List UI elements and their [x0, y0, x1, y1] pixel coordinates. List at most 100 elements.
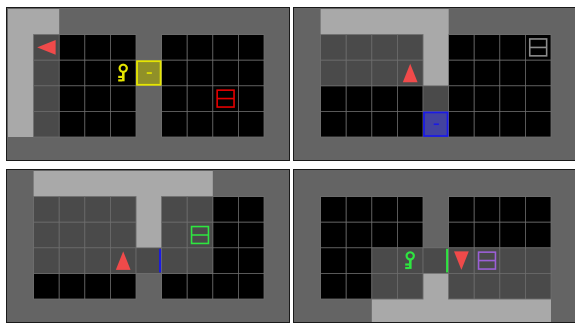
game-panel-top-right: [294, 8, 575, 160]
floor-tile: [372, 111, 398, 137]
floor-tile: [500, 111, 526, 137]
game-panel-bottom-right: [294, 170, 575, 322]
floor-tile: [346, 248, 372, 274]
floor-tile: [346, 273, 372, 299]
floor-tile: [213, 111, 239, 137]
floor-tile: [321, 197, 347, 223]
explored-floor-tile: [321, 60, 347, 86]
floor-tile: [213, 273, 239, 299]
visited-path: [34, 171, 213, 197]
floor-tile: [474, 222, 500, 248]
explored-floor-tile: [449, 273, 475, 299]
floor-tile: [449, 35, 475, 61]
explored-floor-tile: [346, 60, 372, 86]
floor-tile: [162, 86, 188, 112]
floor-tile: [59, 35, 85, 61]
explored-floor-tile: [372, 60, 398, 86]
floor-tile: [162, 60, 188, 86]
floor-tile: [449, 222, 475, 248]
explored-floor-tile: [423, 248, 449, 274]
floor-tile: [34, 273, 60, 299]
explored-floor-tile: [423, 86, 449, 112]
floor-tile: [238, 111, 264, 137]
explored-floor-tile: [525, 273, 551, 299]
floor-tile: [85, 273, 111, 299]
floor-tile: [500, 60, 526, 86]
floor-tile: [59, 273, 85, 299]
floor-tile: [59, 86, 85, 112]
explored-floor-tile: [525, 248, 551, 274]
explored-floor-tile: [162, 197, 188, 223]
floor-tile: [110, 86, 136, 112]
floor-tile: [85, 35, 111, 61]
visited-path: [8, 9, 34, 137]
floor-tile: [59, 111, 85, 137]
explored-floor-tile: [500, 273, 526, 299]
floor-tile: [213, 35, 239, 61]
floor-tile: [525, 197, 551, 223]
grid-view: [7, 170, 289, 322]
explored-floor-tile: [162, 248, 188, 274]
explored-floor-tile: [397, 273, 423, 299]
locked-door-icon: [424, 112, 448, 136]
explored-floor-tile: [500, 248, 526, 274]
floor-tile: [85, 111, 111, 137]
floor-tile: [397, 222, 423, 248]
visited-path: [423, 9, 449, 86]
floor-tile: [238, 248, 264, 274]
floor-tile: [474, 197, 500, 223]
floor-tile: [321, 86, 347, 112]
locked-door-icon: [137, 61, 161, 85]
floor-tile: [187, 35, 213, 61]
floor-tile: [213, 222, 239, 248]
floor-tile: [474, 111, 500, 137]
explored-floor-tile: [187, 197, 213, 223]
floor-tile: [449, 111, 475, 137]
floor-tile: [397, 197, 423, 223]
floor-tile: [525, 60, 551, 86]
explored-floor-tile: [136, 248, 162, 274]
floor-tile: [110, 35, 136, 61]
grid-view: [294, 8, 575, 160]
explored-floor-tile: [34, 60, 60, 86]
explored-floor-tile: [34, 197, 60, 223]
floor-tile: [238, 86, 264, 112]
floor-tile: [372, 86, 398, 112]
floor-tile: [110, 273, 136, 299]
floor-tile: [187, 86, 213, 112]
floor-tile: [213, 60, 239, 86]
floor-tile: [500, 197, 526, 223]
floor-tile: [500, 86, 526, 112]
explored-floor-tile: [59, 197, 85, 223]
explored-floor-tile: [187, 248, 213, 274]
floor-tile: [500, 222, 526, 248]
floor-tile: [474, 60, 500, 86]
floor-tile: [59, 60, 85, 86]
explored-floor-tile: [85, 197, 111, 223]
grid-view: [294, 170, 575, 322]
floor-tile: [449, 197, 475, 223]
floor-tile: [321, 222, 347, 248]
floor-tile: [238, 60, 264, 86]
floor-tile: [525, 111, 551, 137]
floor-tile: [85, 60, 111, 86]
visited-path: [136, 171, 162, 248]
floor-tile: [346, 86, 372, 112]
explored-floor-tile: [34, 248, 60, 274]
explored-floor-tile: [372, 248, 398, 274]
floor-tile: [397, 86, 423, 112]
floor-tile: [187, 111, 213, 137]
explored-floor-tile: [59, 222, 85, 248]
explored-floor-tile: [34, 111, 60, 137]
floor-tile: [162, 273, 188, 299]
explored-floor-tile: [34, 222, 60, 248]
floor-tile: [187, 60, 213, 86]
floor-tile: [525, 222, 551, 248]
explored-floor-tile: [85, 222, 111, 248]
explored-floor-tile: [321, 35, 347, 61]
explored-floor-tile: [59, 248, 85, 274]
floor-tile: [321, 111, 347, 137]
floor-tile: [372, 197, 398, 223]
explored-floor-tile: [110, 222, 136, 248]
floor-tile: [213, 248, 239, 274]
